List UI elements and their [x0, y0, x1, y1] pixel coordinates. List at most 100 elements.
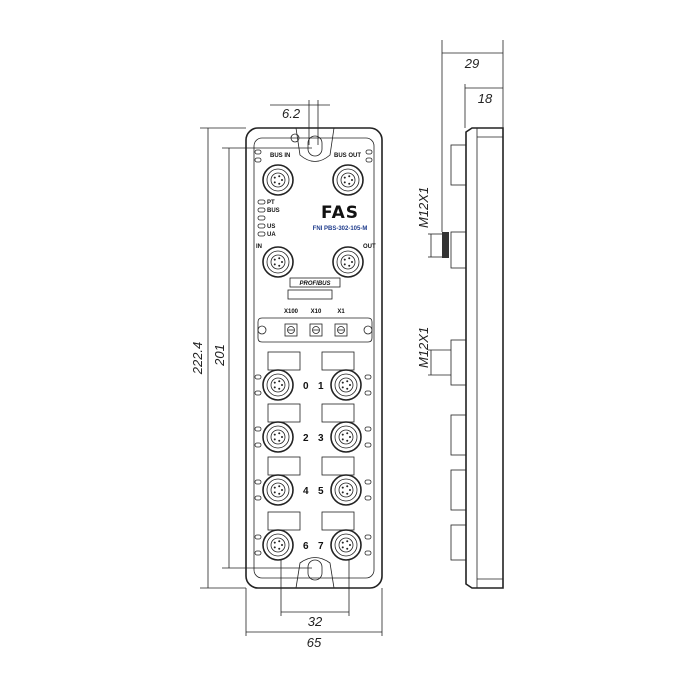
led-label: BUS — [267, 208, 280, 214]
fieldbus-logo: PROFIBUS — [299, 281, 330, 287]
port-led — [364, 550, 372, 556]
port-number: 4 — [303, 486, 309, 497]
bus-in-connector[interactable] — [262, 164, 294, 196]
rotary-switch-x10[interactable] — [309, 323, 323, 337]
port-number: 0 — [303, 381, 309, 392]
port-led — [254, 426, 262, 432]
status-led — [257, 199, 266, 205]
dim-body-depth: 18 — [478, 91, 493, 106]
port-4-connector[interactable] — [262, 474, 294, 506]
port-number: 6 — [303, 541, 309, 552]
side-connector — [450, 339, 467, 386]
port-3-connector[interactable] — [330, 421, 362, 453]
port-label-plate — [321, 511, 355, 531]
dim-port-spacing: 32 — [308, 614, 323, 629]
bus-led — [254, 149, 262, 155]
port-led — [254, 534, 262, 540]
side-connector — [450, 469, 467, 511]
bus-out-connector[interactable] — [332, 164, 364, 196]
switch-cover — [257, 317, 373, 343]
ground-screw — [290, 133, 300, 143]
status-led — [257, 231, 266, 237]
port-5-connector[interactable] — [330, 474, 362, 506]
thread-label-bottom: M12X1 — [416, 327, 431, 368]
port-number: 1 — [318, 381, 324, 392]
port-1-connector[interactable] — [330, 369, 362, 401]
port-led — [364, 479, 372, 485]
port-2-connector[interactable] — [262, 421, 294, 453]
side-connector — [450, 144, 467, 186]
port-label-plate — [321, 403, 355, 423]
port-led — [364, 390, 372, 396]
in-label: IN — [256, 244, 262, 250]
cover-screw-right — [363, 325, 373, 335]
brand-logo: FAS — [321, 203, 359, 223]
port-number: 7 — [318, 541, 324, 552]
cover-screw-left — [257, 325, 267, 335]
port-led — [254, 374, 262, 380]
port-label-plate — [267, 351, 301, 371]
dim-total-width: 65 — [307, 635, 322, 650]
out-connector[interactable] — [332, 246, 364, 278]
side-connector — [450, 524, 467, 561]
switch-label: X100 — [284, 309, 299, 315]
bus-led — [365, 149, 373, 155]
port-label-plate — [267, 403, 301, 423]
profibus-logo-top — [289, 277, 341, 288]
bus-led — [254, 157, 262, 163]
port-led — [254, 442, 262, 448]
bottom-mount-tab — [295, 557, 335, 589]
bottom-mount-hole — [307, 559, 323, 581]
side-connector — [450, 231, 467, 269]
port-6-connector[interactable] — [262, 529, 294, 561]
bus-in-label: BUS IN — [270, 153, 290, 159]
dim-total-height: 222.4 — [190, 342, 205, 376]
m12-thread — [442, 232, 449, 258]
led-label: US — [267, 224, 275, 230]
port-led — [364, 534, 372, 540]
port-label-plate — [321, 456, 355, 476]
rotary-switch-x100[interactable] — [284, 323, 298, 337]
dim-hole-spacing: 201 — [212, 344, 227, 367]
port-number: 5 — [318, 486, 324, 497]
port-number: 3 — [318, 433, 324, 444]
switch-label: X1 — [337, 309, 345, 315]
port-led — [364, 374, 372, 380]
status-led — [257, 207, 266, 213]
port-led — [364, 426, 372, 432]
status-led — [257, 223, 266, 229]
rotary-switch-x1[interactable] — [334, 323, 348, 337]
dim-hole-offset: 6.2 — [282, 106, 301, 121]
port-0-connector[interactable] — [262, 369, 294, 401]
port-led — [364, 442, 372, 448]
in-connector[interactable] — [262, 246, 294, 278]
profibus-logo-bottom — [287, 289, 333, 300]
led-label: PT — [267, 200, 275, 206]
port-led — [254, 495, 262, 501]
port-led — [254, 550, 262, 556]
bus-led — [365, 157, 373, 163]
side-view: 29 18 M12X1 M12X1 — [416, 40, 504, 589]
port-led — [254, 479, 262, 485]
housing-inner — [253, 137, 375, 579]
side-housing — [465, 127, 504, 589]
dim-total-depth: 29 — [464, 56, 479, 71]
top-mount-tab — [295, 127, 335, 162]
side-connector — [450, 414, 467, 456]
led-label: UA — [267, 232, 276, 238]
switch-label: X10 — [311, 309, 322, 315]
model-number: FNI PBS-302-105-M — [313, 226, 368, 232]
thread-label-top: M12X1 — [416, 187, 431, 228]
front-dimensions: 6.2 222.4 201 32 65 — [190, 100, 383, 650]
out-label: OUT — [363, 244, 376, 250]
port-led — [254, 390, 262, 396]
port-label-plate — [321, 351, 355, 371]
port-number: 2 — [303, 433, 309, 444]
port-7-connector[interactable] — [330, 529, 362, 561]
port-label-plate — [267, 456, 301, 476]
bus-out-label: BUS OUT — [334, 153, 361, 159]
port-label-plate — [267, 511, 301, 531]
